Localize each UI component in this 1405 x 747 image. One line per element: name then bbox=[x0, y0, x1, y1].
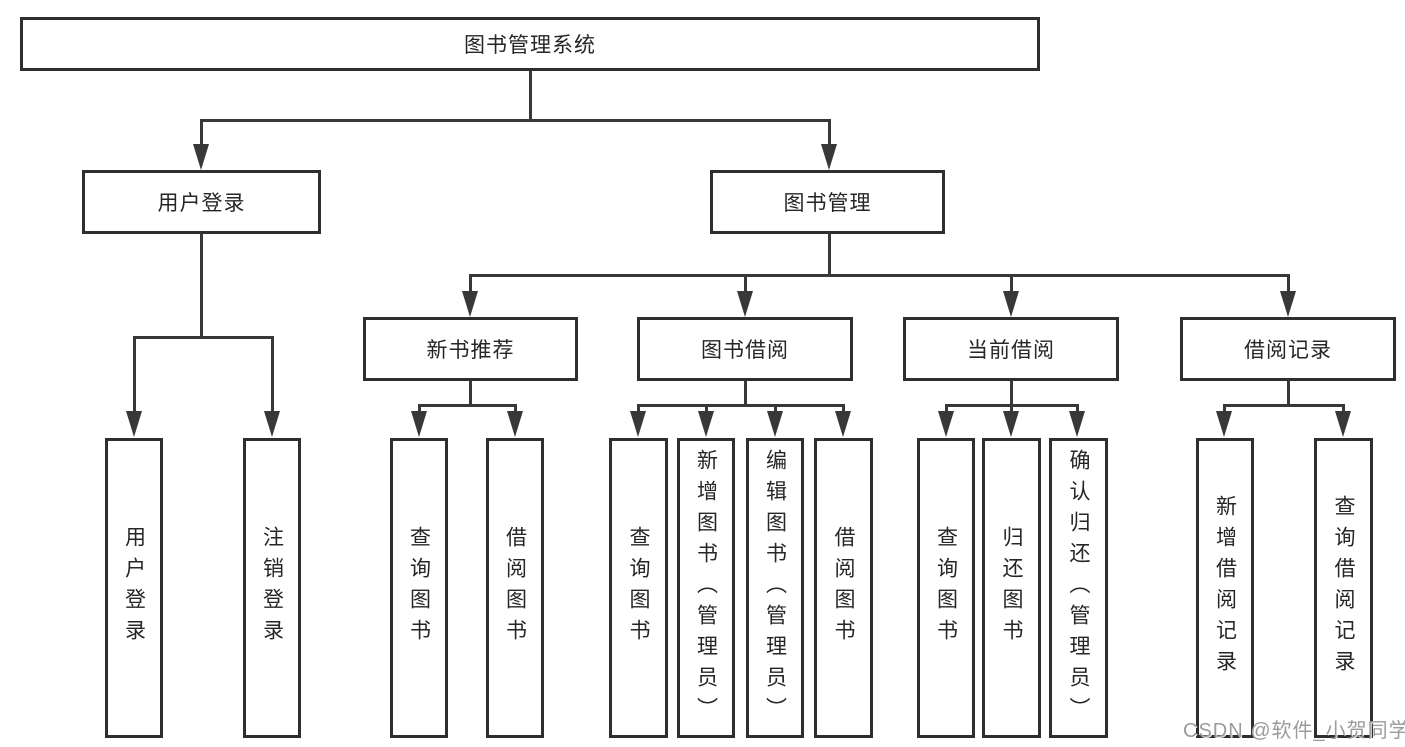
connector-stem-new-books bbox=[469, 274, 472, 294]
connector-book-borrow-rail bbox=[637, 404, 845, 407]
leaf-bb-query-book: 查询图书 bbox=[609, 438, 668, 738]
leaf-user-login: 用户登录 bbox=[105, 438, 163, 738]
node-user-login: 用户登录 bbox=[82, 170, 321, 234]
node-current-borrow: 当前借阅 bbox=[903, 317, 1119, 381]
connector-stem bbox=[842, 404, 845, 414]
connector-stem-current-borrow bbox=[1010, 274, 1013, 294]
connector-user-login-down bbox=[200, 233, 203, 339]
connector-root-stem bbox=[529, 71, 532, 121]
node-borrow-records-label: 借阅记录 bbox=[1244, 339, 1332, 362]
connector-stem bbox=[1223, 404, 1226, 414]
connector-stem-borrow-records bbox=[1287, 274, 1290, 294]
connector-level1-rail bbox=[200, 119, 830, 122]
connector-book-mgmt-down bbox=[828, 233, 831, 277]
connector-new-books-rail bbox=[418, 404, 517, 407]
connector-stem bbox=[418, 404, 421, 414]
arrowhead-icon bbox=[1003, 411, 1019, 437]
leaf-cb-query-book: 查询图书 bbox=[917, 438, 975, 738]
leaf-cb-confirm-return-admin: 确认归还（管理员） bbox=[1049, 438, 1108, 738]
leaf-logout-login-label: 注销登录 bbox=[260, 526, 284, 650]
arrowhead-icon bbox=[411, 411, 427, 437]
node-root-system: 图书管理系统 bbox=[20, 17, 1040, 71]
leaf-br-query-record-label: 查询借阅记录 bbox=[1332, 495, 1355, 681]
node-book-borrow: 图书借阅 bbox=[637, 317, 853, 381]
node-current-borrow-label: 当前借阅 bbox=[967, 339, 1055, 362]
connector-stem bbox=[705, 404, 708, 414]
node-borrow-records: 借阅记录 bbox=[1180, 317, 1396, 381]
arrowhead-icon bbox=[264, 411, 280, 437]
leaf-nb-query-book-label: 查询图书 bbox=[407, 526, 431, 650]
leaf-br-add-record: 新增借阅记录 bbox=[1196, 438, 1254, 738]
leaf-bb-query-book-label: 查询图书 bbox=[627, 526, 650, 650]
arrowhead-icon bbox=[462, 291, 478, 317]
arrowhead-icon bbox=[1069, 411, 1085, 437]
leaf-bb-add-book-admin: 新增图书（管理员） bbox=[677, 438, 735, 738]
connector-stem-leaf-login bbox=[133, 336, 136, 414]
arrowhead-icon bbox=[1216, 411, 1232, 437]
node-new-book-recommend-label: 新书推荐 bbox=[426, 339, 515, 362]
connector-user-login-rail bbox=[133, 336, 273, 339]
leaf-br-add-record-label: 新增借阅记录 bbox=[1213, 495, 1237, 681]
arrowhead-icon bbox=[698, 411, 714, 437]
arrowhead-icon bbox=[630, 411, 646, 437]
node-book-mgmt: 图书管理 bbox=[710, 170, 945, 234]
leaf-bb-borrow-book-label: 借阅图书 bbox=[832, 526, 855, 650]
connector-stem bbox=[1342, 404, 1345, 414]
connector-stem bbox=[514, 404, 517, 414]
leaf-bb-edit-book-admin-label: 编辑图书（管理员） bbox=[763, 448, 787, 728]
connector-stem-user-login bbox=[200, 119, 203, 147]
connector-level3-rail bbox=[469, 274, 1290, 277]
leaf-br-query-record: 查询借阅记录 bbox=[1314, 438, 1373, 738]
leaf-cb-confirm-return-admin-label: 确认归还（管理员） bbox=[1067, 448, 1090, 728]
connector-borrow-records-rail bbox=[1223, 404, 1344, 407]
node-root-label: 图书管理系统 bbox=[464, 34, 596, 57]
arrowhead-icon bbox=[938, 411, 954, 437]
leaf-bb-borrow-book: 借阅图书 bbox=[814, 438, 873, 738]
connector-new-books-down bbox=[469, 380, 472, 407]
connector-stem bbox=[945, 404, 948, 414]
connector-stem bbox=[637, 404, 640, 414]
connector-book-borrow-down bbox=[744, 380, 747, 407]
leaf-user-login-label: 用户登录 bbox=[122, 526, 146, 650]
leaf-nb-query-book: 查询图书 bbox=[390, 438, 448, 738]
csdn-watermark: CSDN @软件_小贺同学 bbox=[1183, 720, 1405, 742]
connector-stem bbox=[1010, 404, 1013, 414]
leaf-cb-return-book-label: 归还图书 bbox=[1000, 526, 1023, 650]
arrowhead-icon bbox=[193, 144, 209, 170]
node-book-borrow-label: 图书借阅 bbox=[701, 339, 789, 362]
arrowhead-icon bbox=[507, 411, 523, 437]
connector-stem-book-borrow bbox=[744, 274, 747, 294]
leaf-bb-add-book-admin-label: 新增图书（管理员） bbox=[694, 448, 718, 728]
arrowhead-icon bbox=[767, 411, 783, 437]
node-user-login-label: 用户登录 bbox=[157, 192, 246, 215]
arrowhead-icon bbox=[1335, 411, 1351, 437]
connector-stem-leaf-logout bbox=[271, 336, 274, 414]
connector-borrow-records-down bbox=[1287, 380, 1290, 407]
connector-stem-book-mgmt bbox=[828, 119, 831, 147]
arrowhead-icon bbox=[821, 144, 837, 170]
arrowhead-icon bbox=[126, 411, 142, 437]
leaf-bb-edit-book-admin: 编辑图书（管理员） bbox=[746, 438, 804, 738]
connector-stem bbox=[1076, 404, 1079, 414]
connector-stem bbox=[774, 404, 777, 414]
arrowhead-icon bbox=[737, 291, 753, 317]
leaf-cb-query-book-label: 查询图书 bbox=[934, 526, 958, 650]
arrowhead-icon bbox=[1280, 291, 1296, 317]
leaf-nb-borrow-book-label: 借阅图书 bbox=[503, 526, 527, 650]
node-new-book-recommend: 新书推荐 bbox=[363, 317, 578, 381]
connector-current-borrow-down bbox=[1010, 380, 1013, 407]
node-book-mgmt-label: 图书管理 bbox=[783, 192, 872, 215]
arrowhead-icon bbox=[835, 411, 851, 437]
leaf-nb-borrow-book: 借阅图书 bbox=[486, 438, 544, 738]
leaf-cb-return-book: 归还图书 bbox=[982, 438, 1041, 738]
leaf-logout-login: 注销登录 bbox=[243, 438, 301, 738]
arrowhead-icon bbox=[1003, 291, 1019, 317]
